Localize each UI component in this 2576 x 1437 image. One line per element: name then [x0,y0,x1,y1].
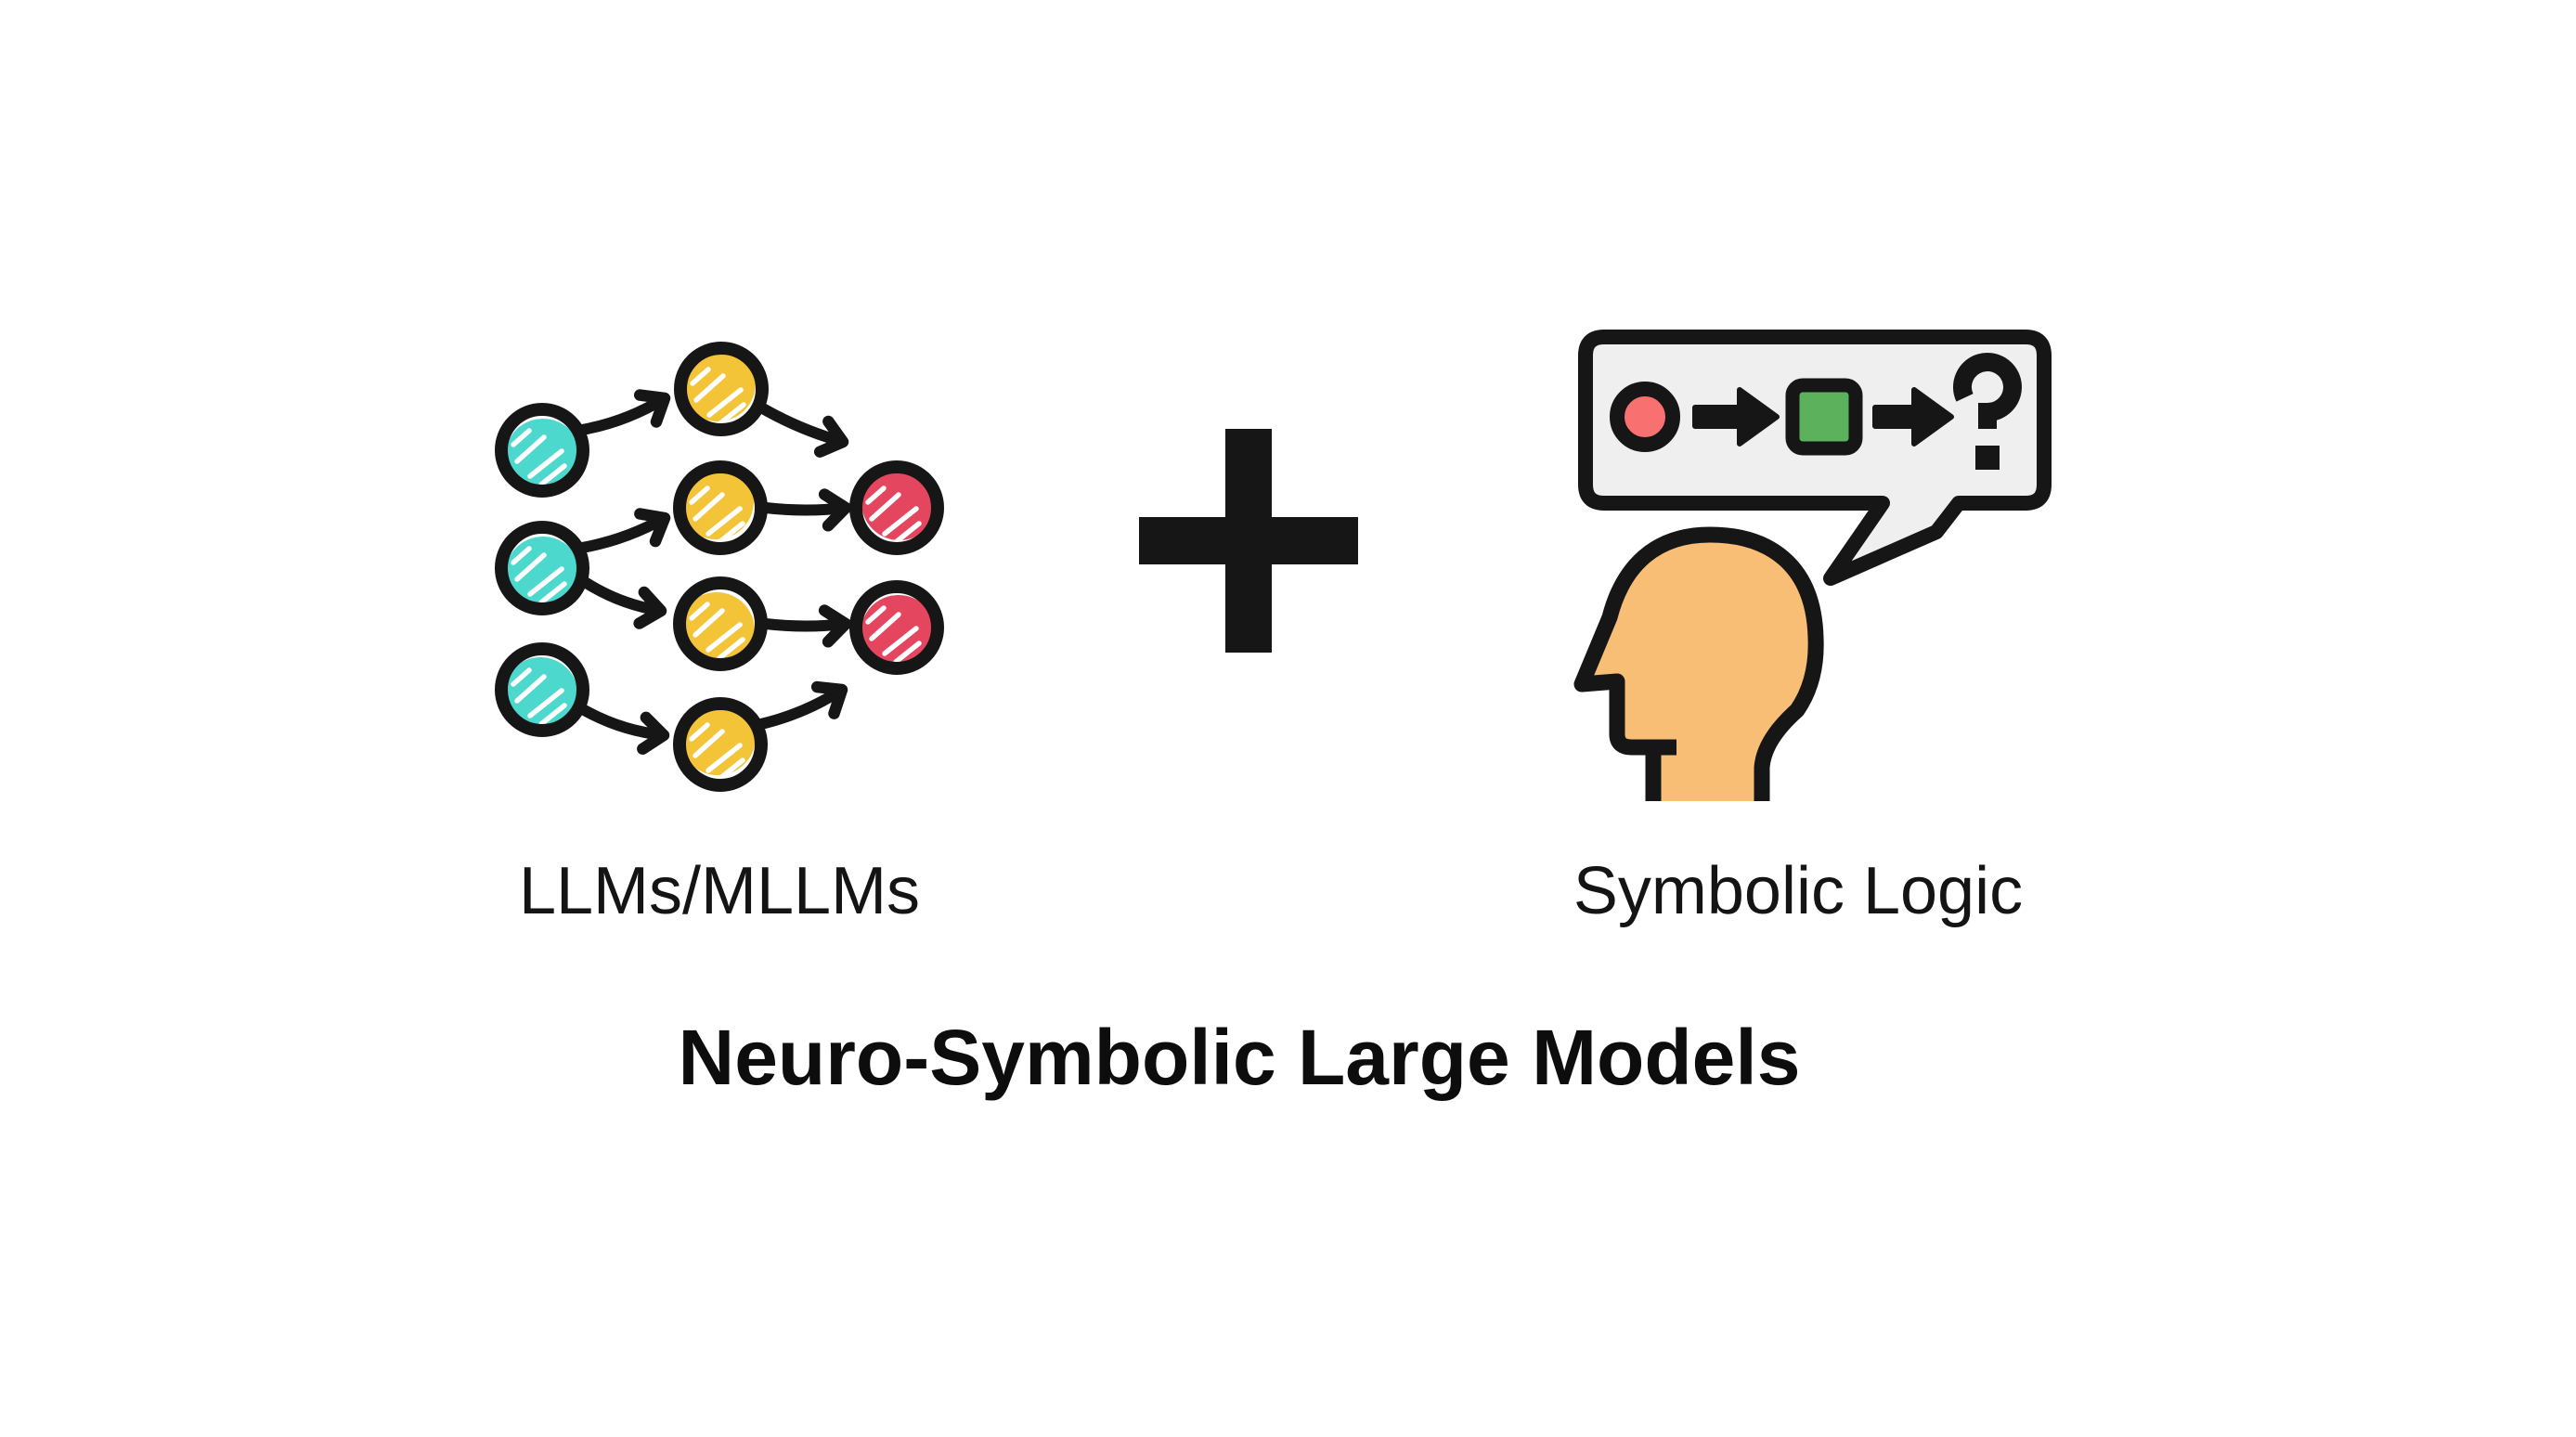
caption-llms: LLMs/MLLMs [518,854,921,928]
nn-arrow-hidden-1-output-1 [756,402,849,458]
nn-node-hidden-4 [673,697,768,792]
red-circle-icon [1610,382,1680,452]
nn-node-hidden-3 [673,576,768,671]
plus-vertical-bar [1225,429,1272,653]
nn-arrow-input-2-hidden-2 [576,508,671,553]
nn-node-input-3 [495,642,589,737]
nn-node-hidden-1 [674,342,769,436]
figure-title: Neuro-Symbolic Large Models [678,1014,1801,1101]
head-outline [1573,526,1824,801]
nn-arrow-hidden-4-output-2 [756,680,848,730]
arrow-icon [1692,387,1780,447]
nn-arrow-input-2-hidden-3 [576,575,667,629]
nn-node-input-2 [495,521,589,615]
nn-node-hidden-2 [673,460,768,555]
nn-node-output-2 [849,580,944,675]
arrow-icon [1872,387,1954,447]
head-fill [1582,535,1817,801]
symbolic-logic-illustration [1573,330,2052,801]
nn-arrow-input-1-hidden-1 [576,389,671,435]
green-square-icon [1785,378,1863,456]
speech-bubble-outline [1578,330,2052,586]
human-head-icon [1573,526,1824,801]
nn-arrow-hidden-2-output-1 [760,488,852,532]
plus-icon [1139,429,1358,653]
nn-node-output-1 [849,460,944,555]
nn-arrow-hidden-3-output-2 [760,604,852,648]
speech-bubble [1578,330,2052,586]
caption-symbolic-logic: Symbolic Logic [1573,854,2024,928]
nn-node-input-1 [495,403,589,498]
question-mark-icon [1952,353,2022,470]
nn-arrow-input-3-hidden-4 [576,703,670,755]
neural-network-illustration [495,342,944,792]
